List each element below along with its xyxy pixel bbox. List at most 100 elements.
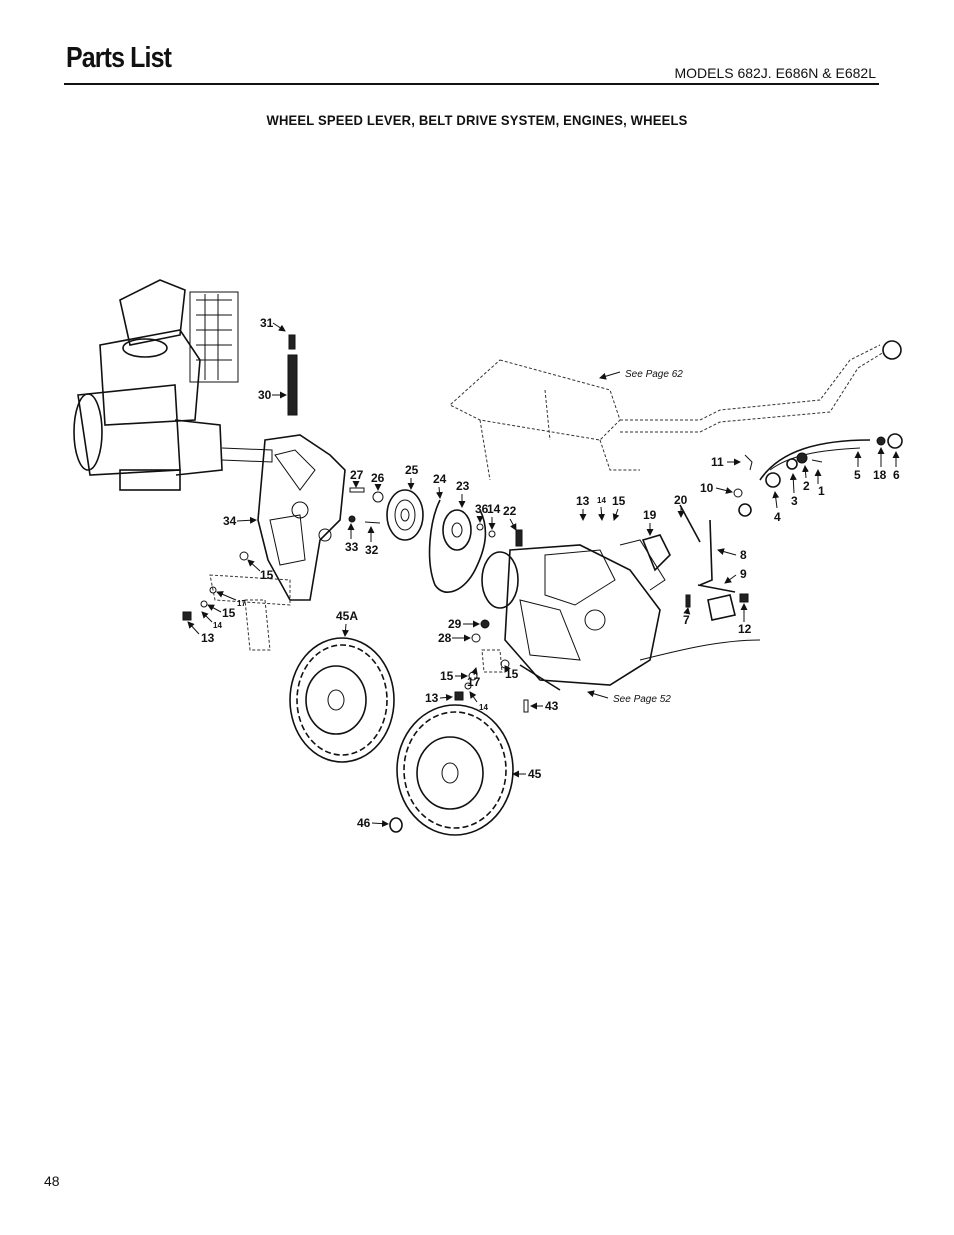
svg-text:10: 10 [700,481,714,495]
callout-11: 11 [711,455,741,469]
svg-text:17: 17 [237,599,246,608]
svg-text:6: 6 [893,468,900,482]
svg-text:14: 14 [213,621,222,630]
svg-text:28: 28 [438,631,452,645]
callout-3: 3 [789,473,798,508]
svg-text:32: 32 [365,543,379,557]
models-label: MODELS 682J. E686N & E682L [674,65,876,81]
callout-14-upper: 14 [487,502,501,530]
callout-30: 30 [258,388,287,402]
part-hardware-14-36-22 [476,523,523,547]
callout-9: 9 [724,567,747,584]
svg-text:36: 36 [475,502,489,516]
callout-43: 43 [530,699,559,713]
svg-text:23: 23 [456,479,470,493]
part-wheel-45 [396,704,514,836]
svg-text:26: 26 [371,471,385,485]
part-levers [641,504,749,621]
callout-27: 27 [350,468,364,488]
callout-31: 31 [260,316,286,332]
svg-text:2: 2 [803,479,810,493]
svg-text:3: 3 [791,494,798,508]
svg-text:7: 7 [683,613,690,627]
callout-5: 5 [854,451,862,482]
svg-text:12: 12 [738,622,752,636]
svg-text:27: 27 [350,468,364,482]
callout-15-left: 15 [207,604,236,620]
svg-text:11: 11 [711,455,724,469]
svg-text:See Page 62: See Page 62 [625,369,683,380]
callout-45a: 45A [336,609,358,637]
callout-6: 6 [892,451,900,482]
svg-text:25: 25 [405,463,419,477]
svg-text:19: 19 [643,508,657,522]
callout-45: 45 [512,767,542,781]
callout-17-left: 17 [216,591,246,608]
callout-34: 34 [223,514,257,528]
part-cable-assembly [639,433,903,661]
callout-28: 28 [438,631,471,645]
svg-text:33: 33 [345,540,359,554]
engine-illustration [73,279,273,491]
svg-text:15: 15 [440,669,454,683]
callout-25: 25 [405,463,419,490]
svg-text:5: 5 [854,468,861,482]
callout-13-upper: 13 [576,494,590,521]
part-hardware-26-33 [348,487,384,524]
svg-text:20: 20 [674,493,688,507]
part-frame [449,340,902,481]
callout-26: 26 [371,471,385,491]
page-title: Parts List [66,42,172,74]
svg-text:9: 9 [740,567,747,581]
callout-33: 33 [345,523,359,554]
part-hub-46 [389,817,403,833]
callout-14-left: 14 [201,611,222,630]
svg-text:8: 8 [740,548,747,562]
see-page-52-reference: See Page 52 [587,690,671,705]
callout-24: 24 [433,472,447,499]
svg-text:4: 4 [774,510,781,524]
svg-text:14: 14 [597,496,606,505]
part-shaft-30-31 [287,334,298,416]
svg-text:1: 1 [818,484,825,498]
callout-15-lower-right: 15 [504,665,519,681]
svg-text:45: 45 [528,767,542,781]
svg-text:14: 14 [487,502,501,516]
svg-text:See Page 52: See Page 52 [613,694,671,705]
svg-text:29: 29 [448,617,462,631]
svg-text:34: 34 [223,514,237,528]
callout-32: 32 [365,526,379,557]
callout-22: 22 [503,504,517,531]
callout-14-lower: 14 [469,691,488,712]
part-housing-34 [257,434,346,601]
callout-46: 46 [357,816,389,830]
header-rule [64,83,879,85]
callout-12: 12 [738,603,752,636]
part-hardware-13-17-28-29-43 [454,619,529,713]
callout-15-mid: 15 [612,494,626,521]
callout-14-mid: 14 [597,496,606,521]
svg-text:14: 14 [479,703,488,712]
svg-text:15: 15 [612,494,626,508]
callout-29: 29 [448,617,480,631]
svg-text:13: 13 [201,631,215,645]
callout-7: 7 [683,607,691,627]
part-transmission [481,539,666,691]
callout-36: 36 [475,502,489,523]
svg-text:31: 31 [260,316,274,330]
callout-4: 4 [772,491,781,524]
svg-text:15: 15 [222,606,236,620]
callout-18: 18 [873,447,887,482]
callout-8: 8 [717,548,747,562]
svg-text:13: 13 [425,691,439,705]
callout-20: 20 [674,493,688,518]
callout-23: 23 [456,479,470,508]
svg-text:13: 13 [576,494,590,508]
svg-text:46: 46 [357,816,371,830]
svg-text:22: 22 [503,504,517,518]
svg-text:24: 24 [433,472,447,486]
svg-text:30: 30 [258,388,272,402]
callout-13-left: 13 [187,621,215,645]
part-plate [182,551,291,651]
